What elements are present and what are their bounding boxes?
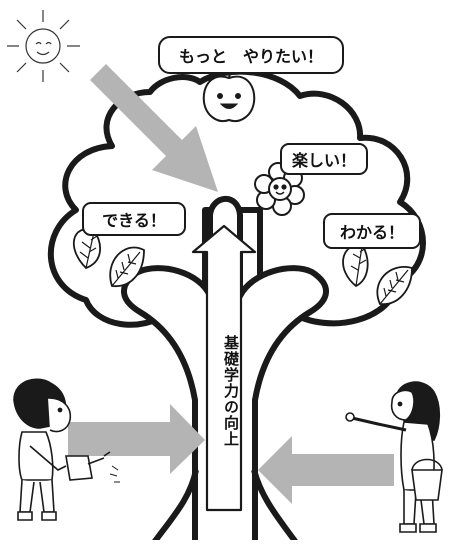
label-motto-yaritai: もっと やりたい！ bbox=[158, 36, 344, 74]
sunlight-arrow bbox=[84, 64, 218, 192]
sun-icon bbox=[7, 10, 80, 82]
trunk-text-basic-skills: 基礎学力の向上 bbox=[222, 335, 240, 447]
leaf-icon bbox=[72, 228, 413, 305]
support-arrow bbox=[258, 436, 394, 504]
label-dekiru: できる！ bbox=[82, 202, 186, 236]
child-with-bucket-icon bbox=[345, 381, 443, 533]
tree-crown bbox=[48, 68, 426, 328]
label-wakaru: わかる！ bbox=[323, 213, 421, 249]
water-arrow bbox=[68, 404, 205, 474]
apple-icon bbox=[202, 65, 256, 122]
growth-arrow bbox=[191, 224, 257, 512]
tree-roots bbox=[147, 469, 303, 550]
label-tanoshii: 楽しい！ bbox=[280, 143, 368, 175]
child-watering-icon bbox=[13, 378, 120, 521]
